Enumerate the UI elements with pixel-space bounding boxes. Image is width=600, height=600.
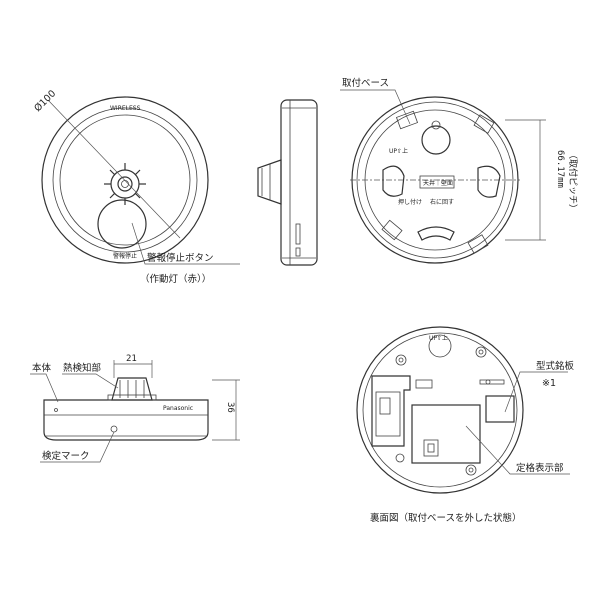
wireless-label: WIRELESS xyxy=(110,105,141,112)
pitch-label: （取付ピッチ） xyxy=(567,150,578,213)
diameter-label: Ø100 xyxy=(32,88,58,114)
note-callout: ※1 xyxy=(542,378,556,389)
pitch-dimension: 66.17mm xyxy=(555,150,565,188)
side-elevation-view: Panasonic 21 36 本体 熱検知部 検定マーク xyxy=(30,354,240,463)
back-up-label: UP⇧上 xyxy=(429,334,448,342)
alarm-stop-button xyxy=(97,199,147,249)
body-callout: 本体 xyxy=(32,362,52,374)
nameplate-callout: 型式銘板 xyxy=(536,360,575,372)
brand-label: Panasonic xyxy=(163,405,193,412)
alarm-stop-button-callout: 警報停止ボタン xyxy=(147,252,214,264)
certification-mark-icon xyxy=(110,425,118,433)
heat-sensor-icon xyxy=(104,163,146,205)
alarm-stop-label: 警報停止 xyxy=(113,252,137,260)
back-view: UP⇧上 型式銘板 ※1 定格表示部 裏面図（取付ベースを外した状態） xyxy=(356,326,575,524)
nameplate-area xyxy=(485,395,515,423)
height-dimension: 36 xyxy=(225,402,235,413)
heat-sensor-callout: 熱検知部 xyxy=(63,362,101,374)
base-up-label: UP⇧上 xyxy=(389,147,408,155)
ceiling-wall-label: 天井｜壁面 xyxy=(423,179,453,187)
certification-mark-callout: 検定マーク xyxy=(42,450,90,462)
back-view-caption: 裏面図（取付ベースを外した状態） xyxy=(370,512,522,524)
mounting-base-callout: 取付ベース xyxy=(342,78,389,89)
push-label-2: 右に回す xyxy=(430,198,454,206)
indicator-light-callout: （作動灯（赤）） xyxy=(140,273,211,285)
side-section-view xyxy=(257,99,318,266)
push-label-1: 押し付け xyxy=(398,198,422,206)
front-view: Ø100 WIRELESS 警報停止 警報停止ボタン （作動灯（赤）） xyxy=(32,88,240,285)
mounting-base-view: UP⇧上 天井｜壁面 押し付け 右に回す 取付ベース 66.17mm （取付ピッ… xyxy=(340,78,578,264)
rating-display-callout: 定格表示部 xyxy=(516,462,564,474)
width-dimension: 21 xyxy=(126,354,137,364)
